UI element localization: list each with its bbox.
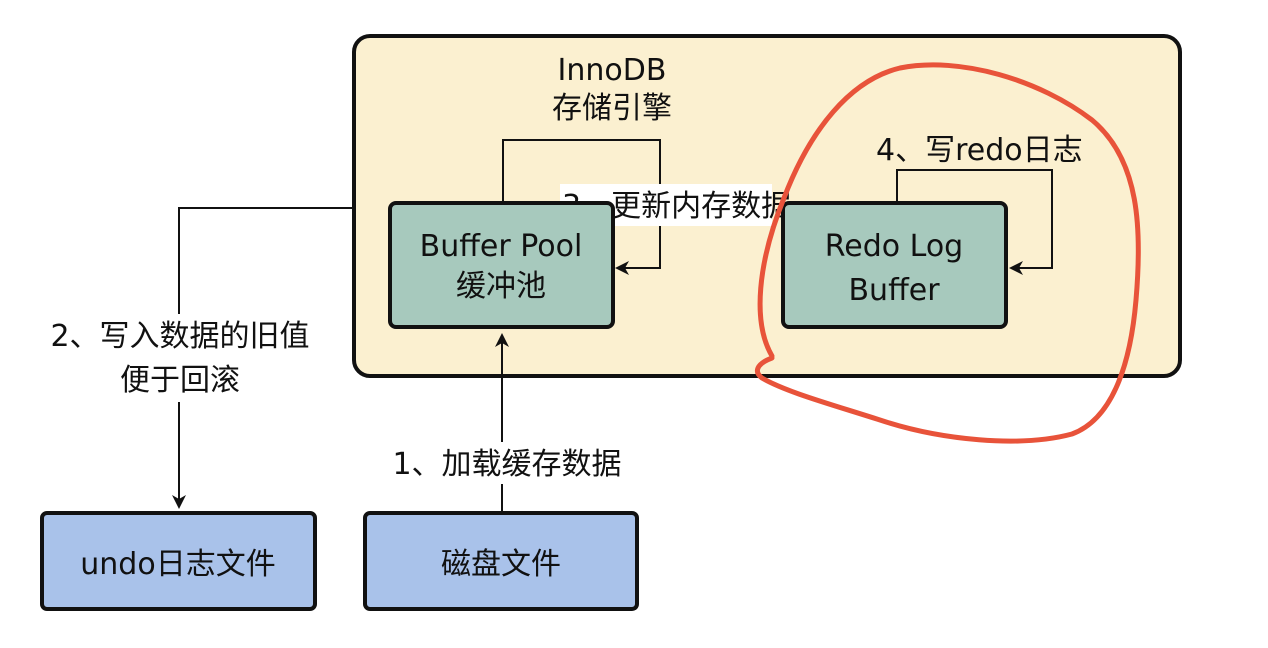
redo-log-buffer-label-line1: Redo Log <box>825 229 963 264</box>
edge-write-redo-line <box>896 169 1053 275</box>
buffer-pool-label-line1: Buffer Pool <box>420 229 583 264</box>
edge-write-undo-line <box>172 207 354 509</box>
edge-write-undo-label-bg <box>58 314 302 402</box>
disk-file-label: 磁盘文件 <box>441 547 561 582</box>
edge-write-undo-label-line1: 2、写入数据的旧值 <box>50 319 309 354</box>
edge-write-redo-label-bg <box>872 128 1062 168</box>
buffer-pool-label-line2: 缓冲池 <box>456 269 546 304</box>
undo-log-file-label: undo日志文件 <box>80 547 275 582</box>
undo-log-file-box <box>40 511 317 611</box>
buffer-pool-box <box>388 201 615 329</box>
edge-write-redo-label: 4、写redo日志 <box>876 133 1083 168</box>
engine-title-line1: InnoDB <box>558 53 667 88</box>
disk-file-box <box>363 511 639 611</box>
highlight-annotation-circle <box>754 62 1141 444</box>
edge-load-cache-label-bg <box>400 442 614 484</box>
edge-load-cache-label: 1、加载缓存数据 <box>392 447 621 482</box>
edge-write-undo-label-line2: 便于回滚 <box>120 363 240 398</box>
edge-update-memory-line <box>502 139 661 275</box>
engine-title-line2: 存储引擎 <box>552 91 672 126</box>
redo-log-buffer-box <box>781 201 1008 329</box>
redo-log-buffer-label-line2: Buffer <box>848 273 940 308</box>
